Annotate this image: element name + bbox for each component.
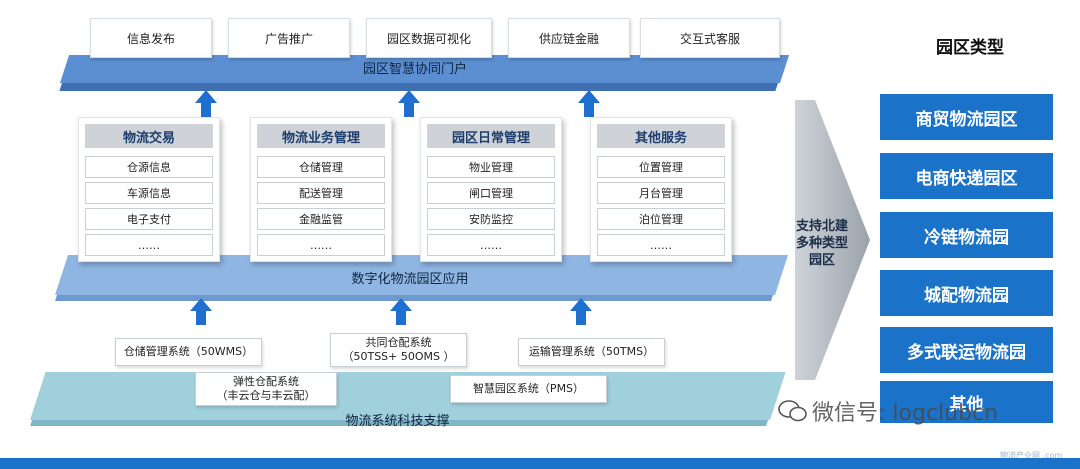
system-label: 仓储管理系统（50WMS） <box>123 345 254 358</box>
up-arrow-icon <box>570 298 592 326</box>
module-card-other: 其他服务 位置管理 月台管理 泊位管理 …… <box>590 117 732 262</box>
module-item[interactable]: 仓源信息 <box>85 156 213 178</box>
portal-tab-ads[interactable]: 广告推广 <box>228 18 350 58</box>
module-item[interactable]: 安防监控 <box>427 208 555 230</box>
park-type-ecommerce[interactable]: 电商快递园区 <box>880 153 1053 199</box>
system-sublabel: （丰云仓与丰云配） <box>216 389 316 402</box>
up-arrow-icon <box>190 298 212 326</box>
portal-tab-visualization[interactable]: 园区数据可视化 <box>366 18 492 58</box>
system-tms[interactable]: 运输管理系统（50TMS） <box>518 338 665 366</box>
module-item-more[interactable]: …… <box>257 234 385 256</box>
portal-title: 园区智慧协同门户 <box>362 62 467 77</box>
park-type-coldchain[interactable]: 冷链物流园 <box>880 212 1053 258</box>
portal-tab-info[interactable]: 信息发布 <box>90 18 212 58</box>
portal-tab-finance[interactable]: 供应链金融 <box>508 18 630 58</box>
footer-bar <box>0 458 1080 469</box>
module-card-daily: 园区日常管理 物业管理 闸口管理 安防监控 …… <box>420 117 562 262</box>
park-type-trade[interactable]: 商贸物流园区 <box>880 94 1053 140</box>
system-wms[interactable]: 仓储管理系统（50WMS） <box>115 338 262 366</box>
up-arrow-icon <box>578 90 600 118</box>
module-item[interactable]: 物业管理 <box>427 156 555 178</box>
module-title: 物流交易 <box>85 124 213 148</box>
watermark-text: 微信号: logclubcn <box>812 401 999 426</box>
park-types-title: 园区类型 <box>936 38 1004 58</box>
module-item[interactable]: 配送管理 <box>257 182 385 204</box>
module-title: 其他服务 <box>597 124 725 148</box>
module-item[interactable]: 月台管理 <box>597 182 725 204</box>
module-card-business: 物流业务管理 仓储管理 配送管理 金融监管 …… <box>250 117 392 262</box>
chevron-right-icon <box>795 100 870 380</box>
module-item[interactable]: 仓储管理 <box>257 156 385 178</box>
module-card-trading: 物流交易 仓源信息 车源信息 电子支付 …… <box>78 117 220 262</box>
park-type-other[interactable]: 其他 <box>880 381 1053 423</box>
system-tss[interactable]: 共同仓配系统 （50TSS+ 50OMS ） <box>330 333 467 367</box>
system-label: 弹性仓配系统 <box>233 375 299 388</box>
module-item[interactable]: 金融监管 <box>257 208 385 230</box>
module-item[interactable]: 闸口管理 <box>427 182 555 204</box>
park-type-multimodal[interactable]: 多式联运物流园 <box>880 327 1053 373</box>
up-arrow-icon <box>390 298 412 326</box>
system-pms[interactable]: 智慧园区系统（PMS） <box>450 375 607 403</box>
module-title: 园区日常管理 <box>427 124 555 148</box>
module-item-more[interactable]: …… <box>85 234 213 256</box>
system-label: 运输管理系统（50TMS） <box>528 345 655 358</box>
module-item[interactable]: 电子支付 <box>85 208 213 230</box>
system-label: 智慧园区系统（PMS） <box>472 382 585 395</box>
tech-title: 物流系统科技支撑 <box>345 414 450 429</box>
up-arrow-icon <box>398 90 420 118</box>
module-item[interactable]: 泊位管理 <box>597 208 725 230</box>
park-type-citydelivery[interactable]: 城配物流园 <box>880 270 1053 316</box>
support-label: 支持北建多种类型园区 <box>795 219 848 268</box>
wechat-icon <box>778 400 807 422</box>
portal-tab-service[interactable]: 交互式客服 <box>640 18 780 58</box>
system-elastic[interactable]: 弹性仓配系统 （丰云仓与丰云配） <box>195 372 337 406</box>
application-title: 数字化物流园区应用 <box>351 272 469 287</box>
module-item-more[interactable]: …… <box>597 234 725 256</box>
module-item[interactable]: 车源信息 <box>85 182 213 204</box>
module-item-more[interactable]: …… <box>427 234 555 256</box>
watermark-small: 物流产业网 .com <box>1000 451 1063 460</box>
system-label: 共同仓配系统 <box>365 336 432 349</box>
system-sublabel: （50TSS+ 50OMS ） <box>342 350 455 363</box>
module-item[interactable]: 位置管理 <box>597 156 725 178</box>
module-title: 物流业务管理 <box>257 124 385 148</box>
up-arrow-icon <box>195 90 217 118</box>
